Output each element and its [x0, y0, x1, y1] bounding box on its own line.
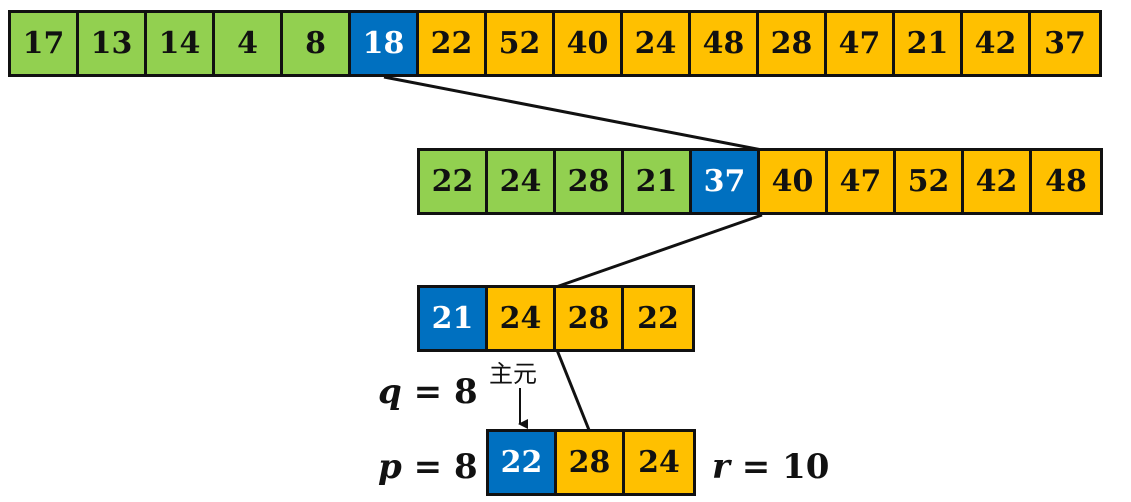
array-cell-yellow: 24 [488, 288, 556, 349]
array-cell-yellow: 40 [760, 151, 828, 212]
array-cell-yellow: 42 [964, 151, 1032, 212]
pivot-label: 主元 [489, 360, 537, 388]
array-cell-yellow: 48 [691, 13, 759, 74]
array-cell-yellow: 48 [1032, 151, 1100, 212]
array-cell-yellow: 24 [625, 432, 693, 493]
array-cell-yellow: 22 [624, 288, 692, 349]
array-cell-green: 17 [11, 13, 79, 74]
array-cell-green: 13 [79, 13, 147, 74]
array-cell-yellow: 28 [556, 288, 624, 349]
array-cell-yellow: 47 [827, 13, 895, 74]
array-cell-yellow: 21 [895, 13, 963, 74]
array-cell-blue: 18 [351, 13, 419, 74]
array-cell-yellow: 28 [557, 432, 625, 493]
q-label: q = 8 [378, 372, 478, 412]
q-variable: q [378, 372, 402, 412]
connector-line-0-1 [383, 75, 763, 152]
array-cell-blue: 22 [489, 432, 557, 493]
p-variable: p [378, 447, 402, 487]
array-cell-yellow: 42 [963, 13, 1031, 74]
array-cell-yellow: 47 [828, 151, 896, 212]
array-cell-green: 22 [420, 151, 488, 212]
q-value: = 8 [401, 372, 478, 412]
connector-line-2-3 [555, 349, 591, 431]
array-cell-yellow: 52 [896, 151, 964, 212]
r-label: r = 10 [712, 447, 829, 487]
array-cell-green: 21 [624, 151, 692, 212]
array-cell-yellow: 52 [487, 13, 555, 74]
array-cell-green: 24 [488, 151, 556, 212]
p-value: = 8 [401, 447, 478, 487]
p-label: p = 8 [378, 447, 478, 487]
array-cell-yellow: 37 [1031, 13, 1099, 74]
array-cell-yellow: 28 [759, 13, 827, 74]
array-cell-blue: 37 [692, 151, 760, 212]
connector-line-1-2 [555, 213, 763, 289]
array-cell-yellow: 24 [623, 13, 691, 74]
array-cell-yellow: 40 [555, 13, 623, 74]
array-cell-green: 28 [556, 151, 624, 212]
array-cell-green: 4 [215, 13, 283, 74]
r-variable: r [712, 447, 730, 487]
array-cell-green: 14 [147, 13, 215, 74]
array-cell-yellow: 22 [419, 13, 487, 74]
r-value: = 10 [729, 447, 830, 487]
array-cell-blue: 21 [420, 288, 488, 349]
array-cell-green: 8 [283, 13, 351, 74]
